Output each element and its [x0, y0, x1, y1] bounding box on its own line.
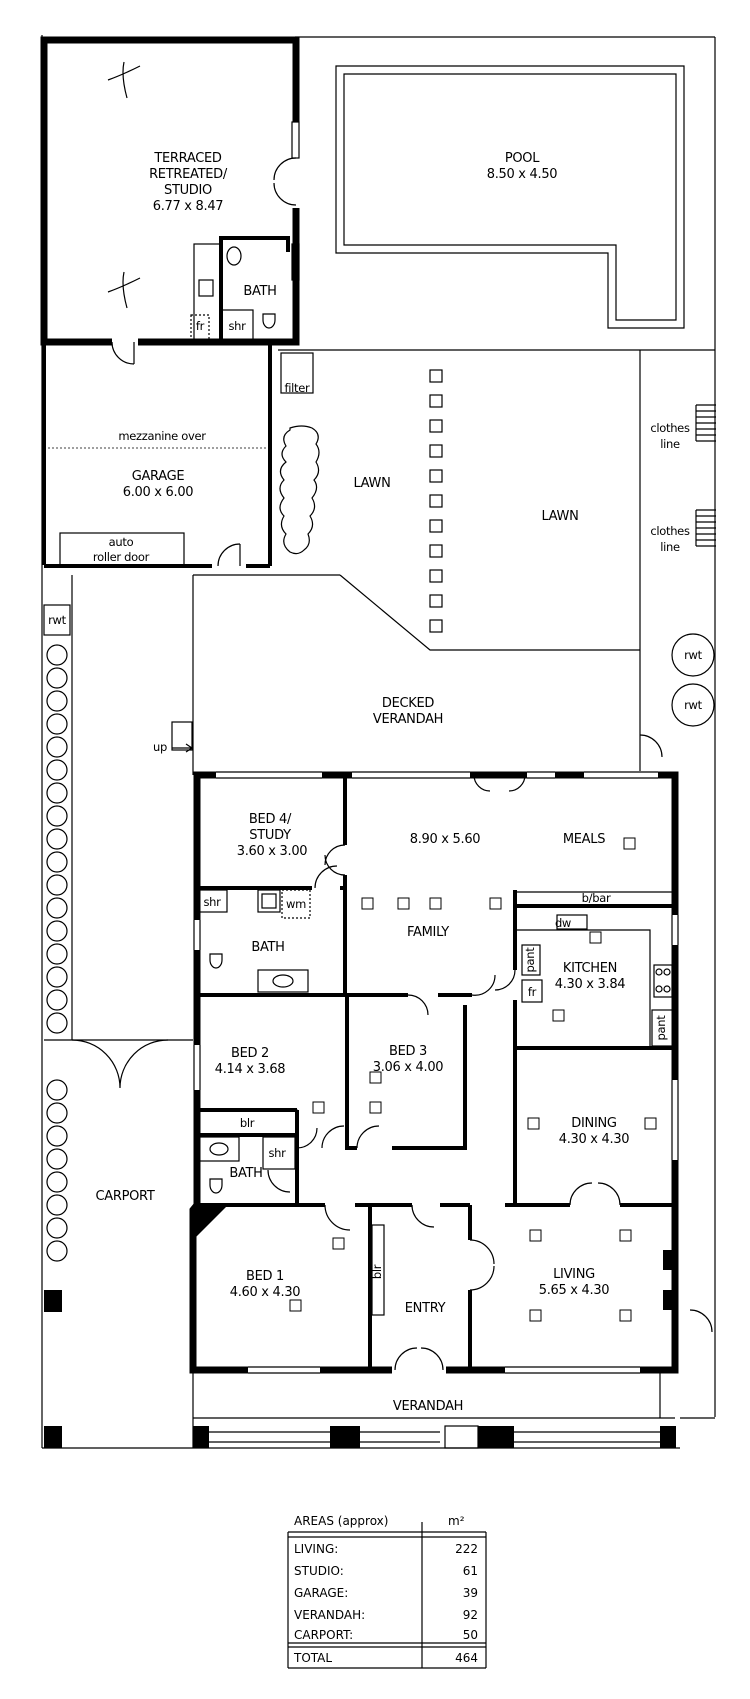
bed3-dims: 3.06 x 4.00 [373, 1060, 444, 1075]
living-name: LIVING [553, 1267, 595, 1282]
pantry-label-1: pant [523, 947, 537, 973]
bed1-name: BED 1 [246, 1269, 284, 1284]
areas-row-label: STUDIO: [294, 1564, 344, 1578]
dishwasher-label: dw [555, 916, 571, 930]
areas-row-label: LIVING: [294, 1542, 338, 1556]
bed3-name: BED 3 [389, 1044, 427, 1059]
bed4-name-2: STUDY [249, 828, 291, 843]
studio-fridge-label: fr [196, 319, 205, 333]
lawn-edge [339, 574, 640, 651]
bed2-robe-label: blr [240, 1116, 255, 1130]
kitchen-name: KITCHEN [563, 961, 617, 976]
living-dims: 5.65 x 4.30 [539, 1283, 610, 1298]
bath-main-shower-label: shr [203, 895, 221, 909]
pool-dims: 8.50 x 4.50 [487, 167, 558, 182]
areas-row-value: 92 [463, 1608, 478, 1622]
bath-small-shower-label: shr [268, 1146, 286, 1160]
pantry-label-2: pant [654, 1015, 668, 1041]
studio-name-1: TERRACED [153, 151, 222, 166]
areas-table-title: AREAS (approx) [294, 1514, 388, 1528]
studio-name-3: STUDIO [164, 183, 212, 198]
carport-label: CARPORT [95, 1189, 154, 1204]
bath-main-label: BATH [251, 940, 284, 955]
meals-label: MEALS [563, 832, 605, 847]
entry-robe-label: blr [370, 1264, 384, 1279]
pool-filter-label: filter [285, 381, 311, 395]
dining-name: DINING [571, 1116, 616, 1131]
areas-row-value: 50 [463, 1628, 478, 1642]
lawn-right-label: LAWN [541, 509, 578, 524]
areas-row-label: VERANDAH: [294, 1608, 365, 1622]
lawn-left-label: LAWN [353, 476, 390, 491]
verandah-label: VERANDAH [393, 1399, 463, 1414]
dining-dims: 4.30 x 4.30 [559, 1132, 630, 1147]
rainwater-tank-3 [43, 604, 71, 636]
rwt-label-1: rwt [684, 648, 703, 662]
fridge-label: fr [528, 985, 537, 999]
studio-shower-label: shr [228, 319, 246, 333]
bed2-dims: 4.14 x 3.68 [215, 1062, 286, 1077]
garage-mezzanine-label: mezzanine over [118, 429, 206, 443]
areas-table-unit: m² [448, 1514, 465, 1528]
pool [335, 65, 685, 329]
rwt-label-2: rwt [684, 698, 703, 712]
areas-table [287, 1522, 487, 1669]
decked-verandah [171, 574, 663, 775]
kitchen-dims: 4.30 x 3.84 [555, 977, 626, 992]
step-up-label: up [153, 740, 167, 754]
pool-name: POOL [505, 151, 540, 166]
entry-label: ENTRY [405, 1301, 446, 1316]
bed1-dims: 4.60 x 4.30 [230, 1285, 301, 1300]
areas-row-value: 39 [463, 1586, 478, 1600]
clothes-lines [695, 404, 716, 547]
rainwater-tank-1 [671, 633, 715, 677]
house-walls [189, 771, 679, 1374]
areas-total-value: 464 [455, 1651, 478, 1665]
front-verandah [192, 1309, 713, 1449]
carport-garden [44, 575, 193, 1448]
studio [40, 36, 301, 365]
stepping-stones [429, 369, 443, 633]
rainwater-tank-2 [671, 683, 715, 727]
clothes-line-2-bottom: line [660, 540, 680, 554]
clothes-line-1-top: clothes [650, 421, 690, 435]
family-label: FAMILY [407, 925, 449, 940]
rwt-label-3: rwt [48, 613, 67, 627]
washing-machine-label: wm [286, 897, 306, 911]
breakfast-bar-label: b/bar [582, 891, 611, 905]
areas-row-value: 61 [463, 1564, 478, 1578]
decked-verandah-label-1: DECKED [382, 696, 435, 711]
bed4-dims: 3.60 x 3.00 [237, 844, 308, 859]
clothes-line-2-top: clothes [650, 524, 690, 538]
bed4-name-1: BED 4/ [249, 812, 292, 827]
decked-verandah-label-2: VERANDAH [373, 712, 443, 727]
clothes-line-1-bottom: line [660, 437, 680, 451]
garage [42, 342, 272, 568]
site-boundary [41, 35, 716, 1449]
downlights [289, 837, 657, 1322]
step-up-arrow [172, 743, 194, 753]
bed2-name: BED 2 [231, 1046, 269, 1061]
bath-small-label: BATH [229, 1166, 262, 1181]
garage-door-label-2: roller door [93, 550, 150, 564]
areas-row-label: GARAGE: [294, 1586, 348, 1600]
family-dims: 8.90 x 5.60 [410, 832, 481, 847]
studio-name-2: RETREATED/ [149, 167, 228, 182]
studio-bath-label: BATH [243, 284, 276, 299]
areas-total-label: TOTAL [293, 1651, 332, 1665]
studio-dims: 6.77 x 8.47 [153, 199, 224, 214]
areas-row-label: CARPORT: [294, 1628, 353, 1642]
garage-name: GARAGE [132, 469, 185, 484]
garage-door-label-1: auto [109, 535, 134, 549]
pool-filter [280, 352, 314, 394]
garage-dims: 6.00 x 6.00 [123, 485, 194, 500]
hedge [279, 425, 320, 555]
areas-row-value: 222 [455, 1542, 478, 1556]
